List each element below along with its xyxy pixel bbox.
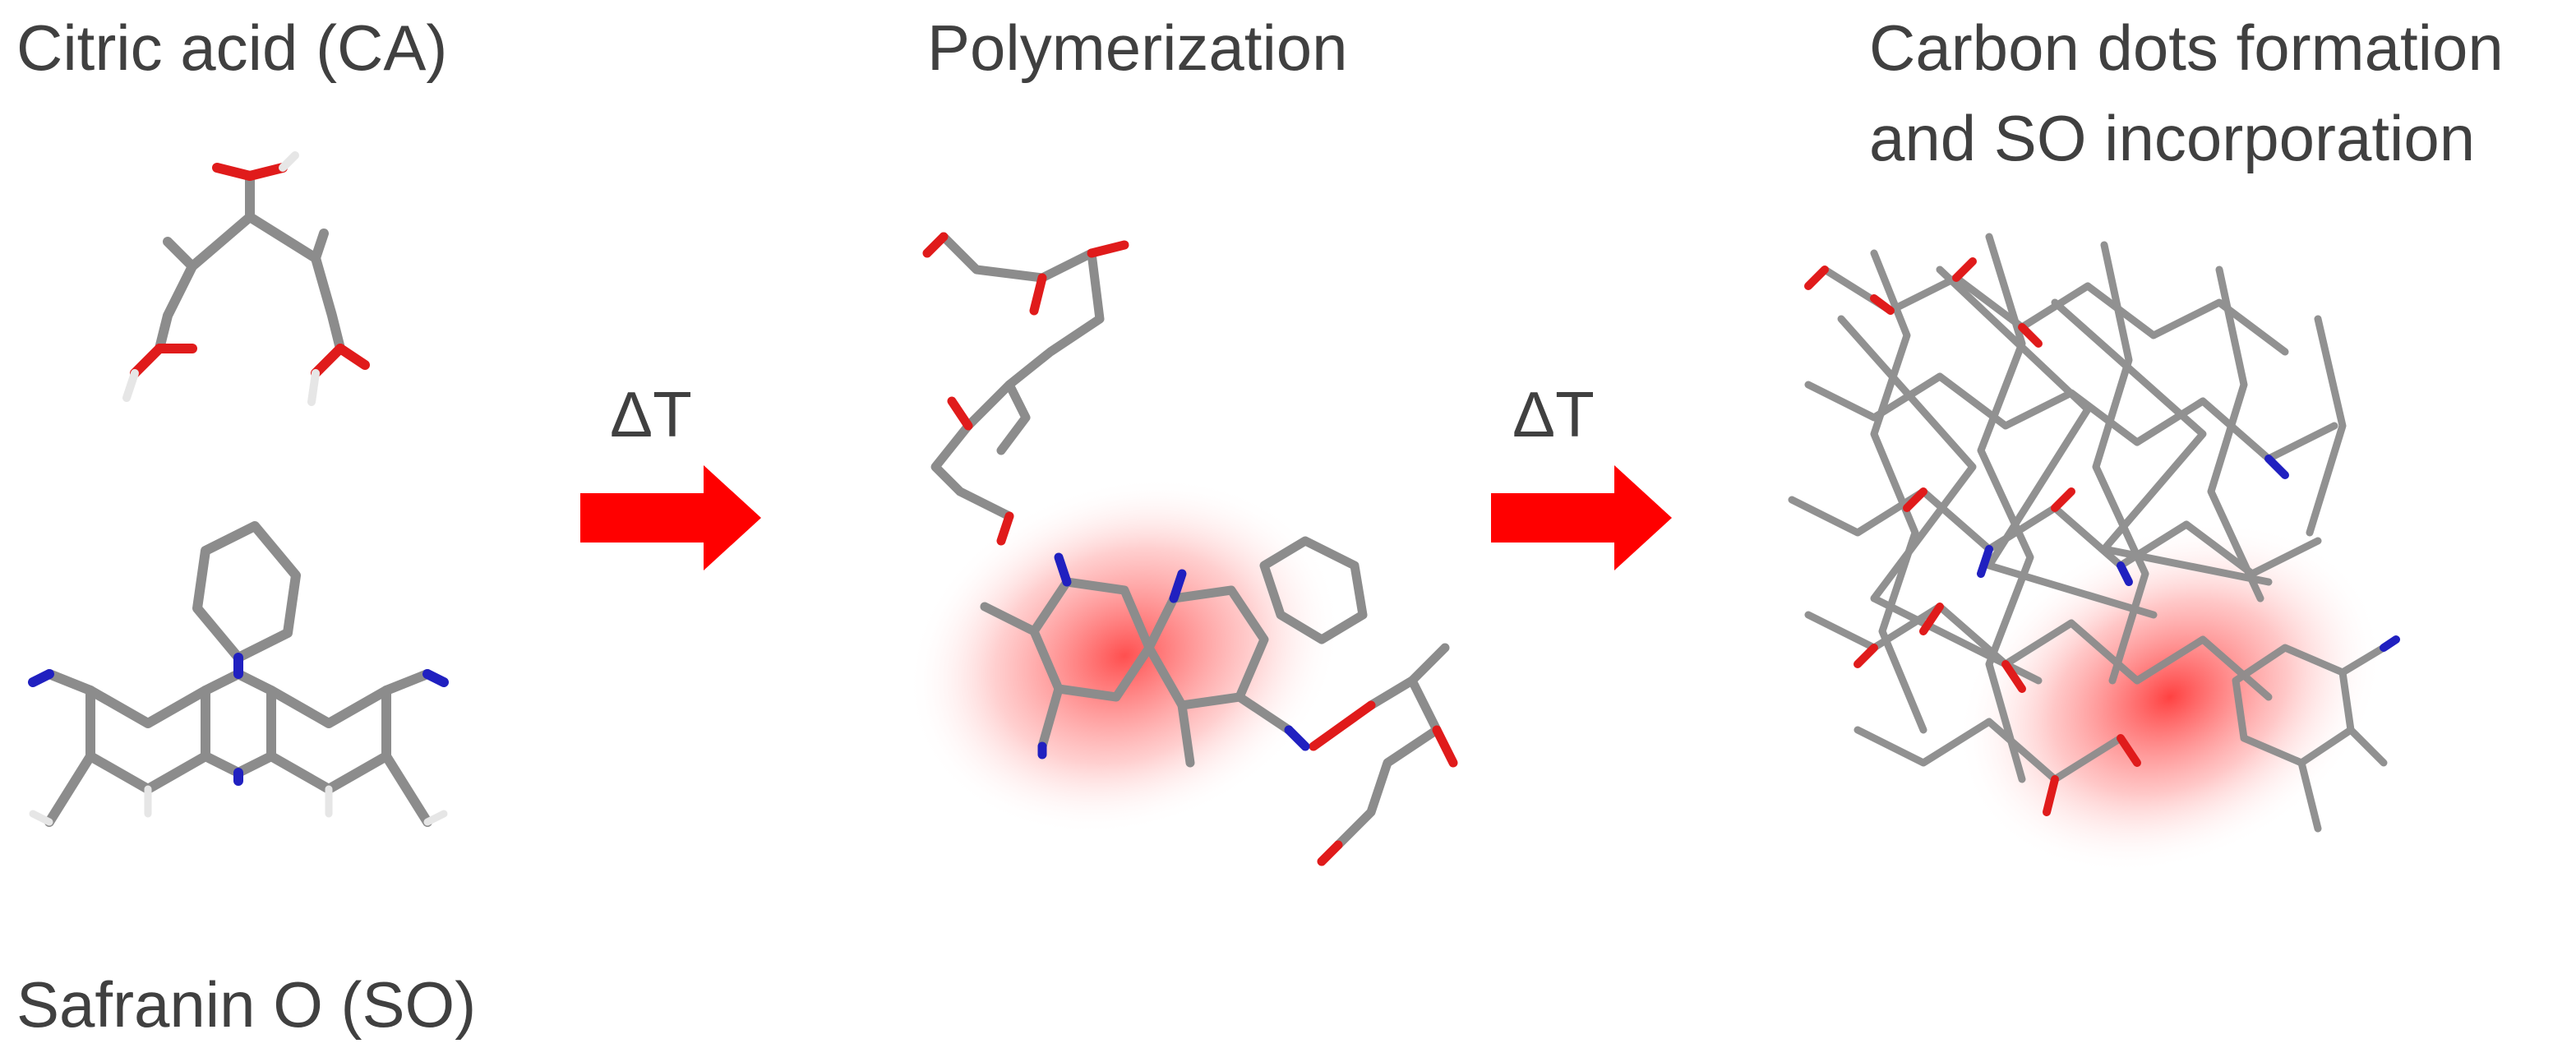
safranin-label: Safranin O (SO)	[16, 968, 477, 1041]
carbon-dots-structure	[1775, 220, 2400, 870]
heat-label-1: ΔT	[610, 378, 692, 450]
carbon-dots-label-line2: and SO incorporation	[1869, 102, 2476, 174]
carbon-dots-label-line1: Carbon dots formation	[1869, 12, 2504, 84]
polymer-structure	[878, 220, 1491, 870]
safranin-molecule	[16, 510, 460, 912]
citric-acid-label: Citric acid (CA)	[16, 12, 448, 84]
heat-label-2: ΔT	[1512, 378, 1595, 450]
citric-acid-molecule	[102, 143, 385, 414]
reaction-arrow-1	[580, 465, 761, 570]
glow-highlight	[1957, 520, 2383, 870]
polymerization-label: Polymerization	[927, 12, 1348, 84]
glow-highlight	[907, 477, 1341, 835]
reaction-arrow-2	[1491, 465, 1672, 570]
